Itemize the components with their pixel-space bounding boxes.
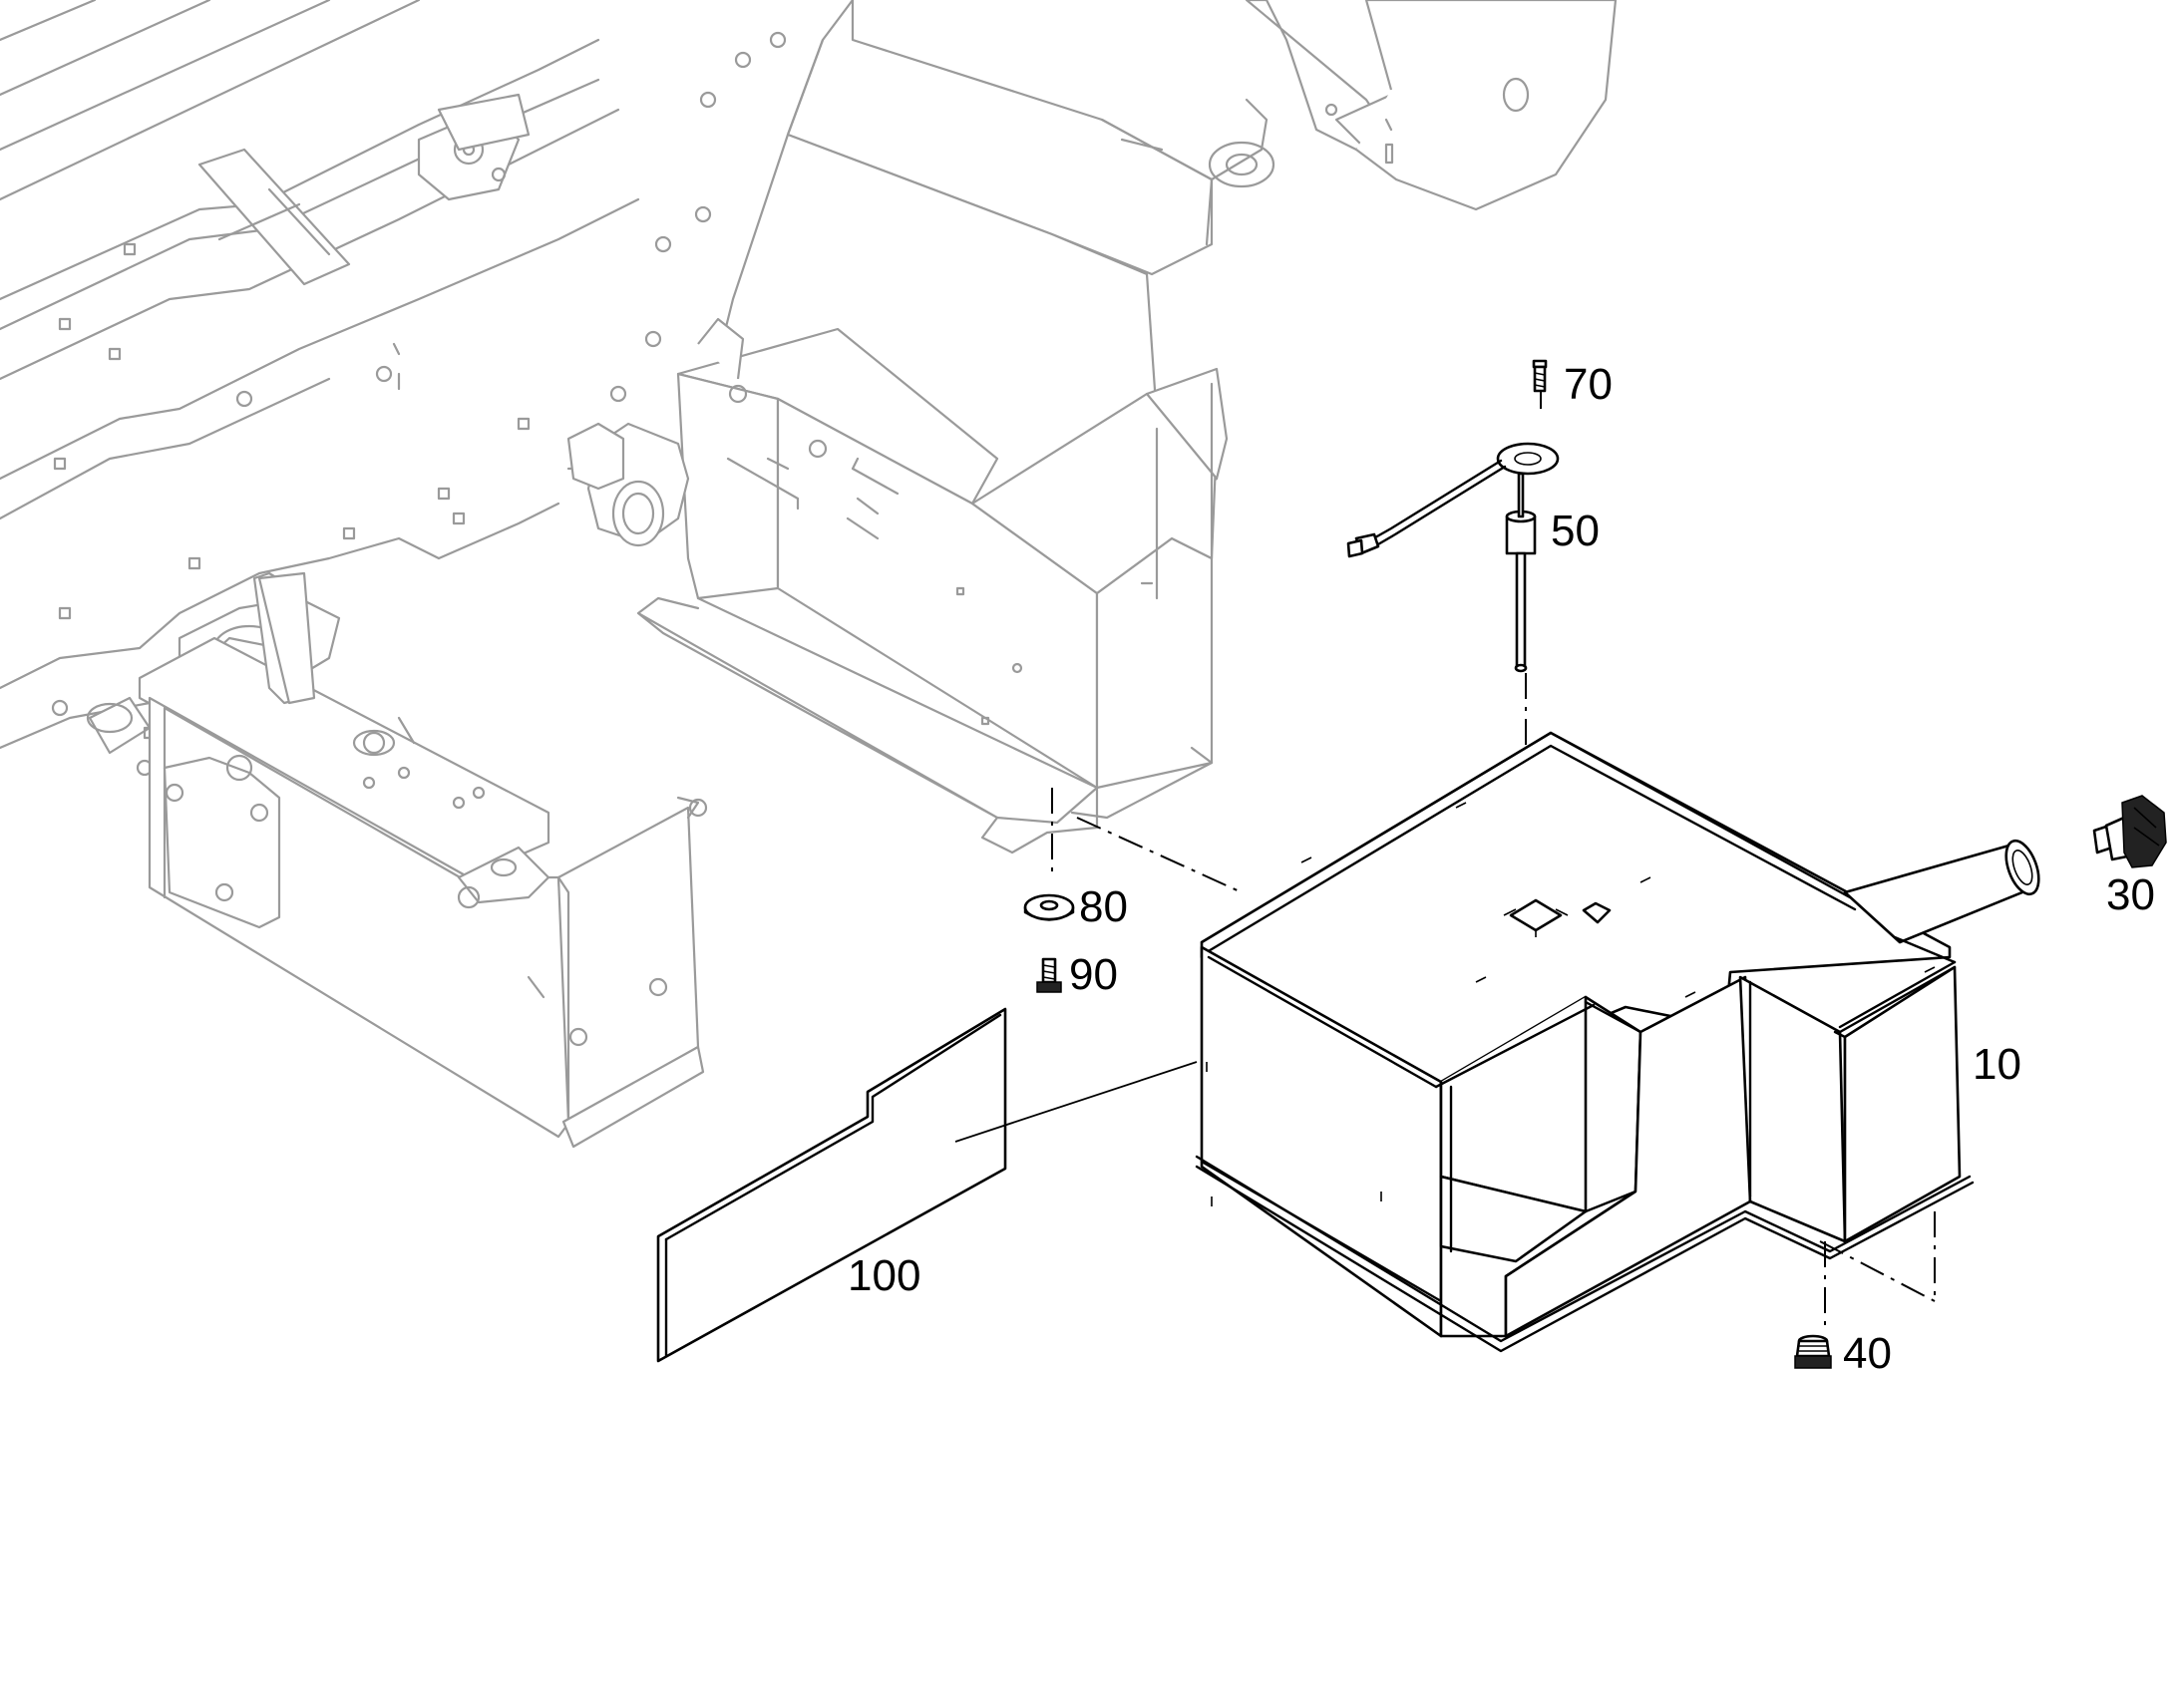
screw-part-70 — [1532, 359, 1548, 393]
callout-100: 100 — [848, 1251, 920, 1300]
chassis-frame-context — [0, 0, 1618, 1149]
callout-30: 30 — [2106, 870, 2155, 919]
washer-part-80 — [1023, 893, 1075, 921]
callout-40: 40 — [1843, 1329, 1892, 1378]
callout-10: 10 — [1973, 1040, 2021, 1089]
fuel-tank-part-10 — [1195, 731, 2040, 1353]
callout-80: 80 — [1079, 882, 1128, 931]
tank-pad-part-100 — [656, 1007, 1198, 1363]
bolt-part-90 — [1036, 957, 1062, 993]
callout-labels: 70 50 30 80 90 10 100 40 — [848, 360, 2155, 1378]
callout-50: 50 — [1551, 507, 1600, 555]
callout-70: 70 — [1564, 360, 1613, 409]
callout-90: 90 — [1069, 950, 1118, 999]
drain-plug-part-40 — [1794, 1334, 1832, 1369]
filler-cap-part-30 — [2092, 795, 2167, 868]
fuel-sender-part-50 — [1346, 442, 1560, 673]
